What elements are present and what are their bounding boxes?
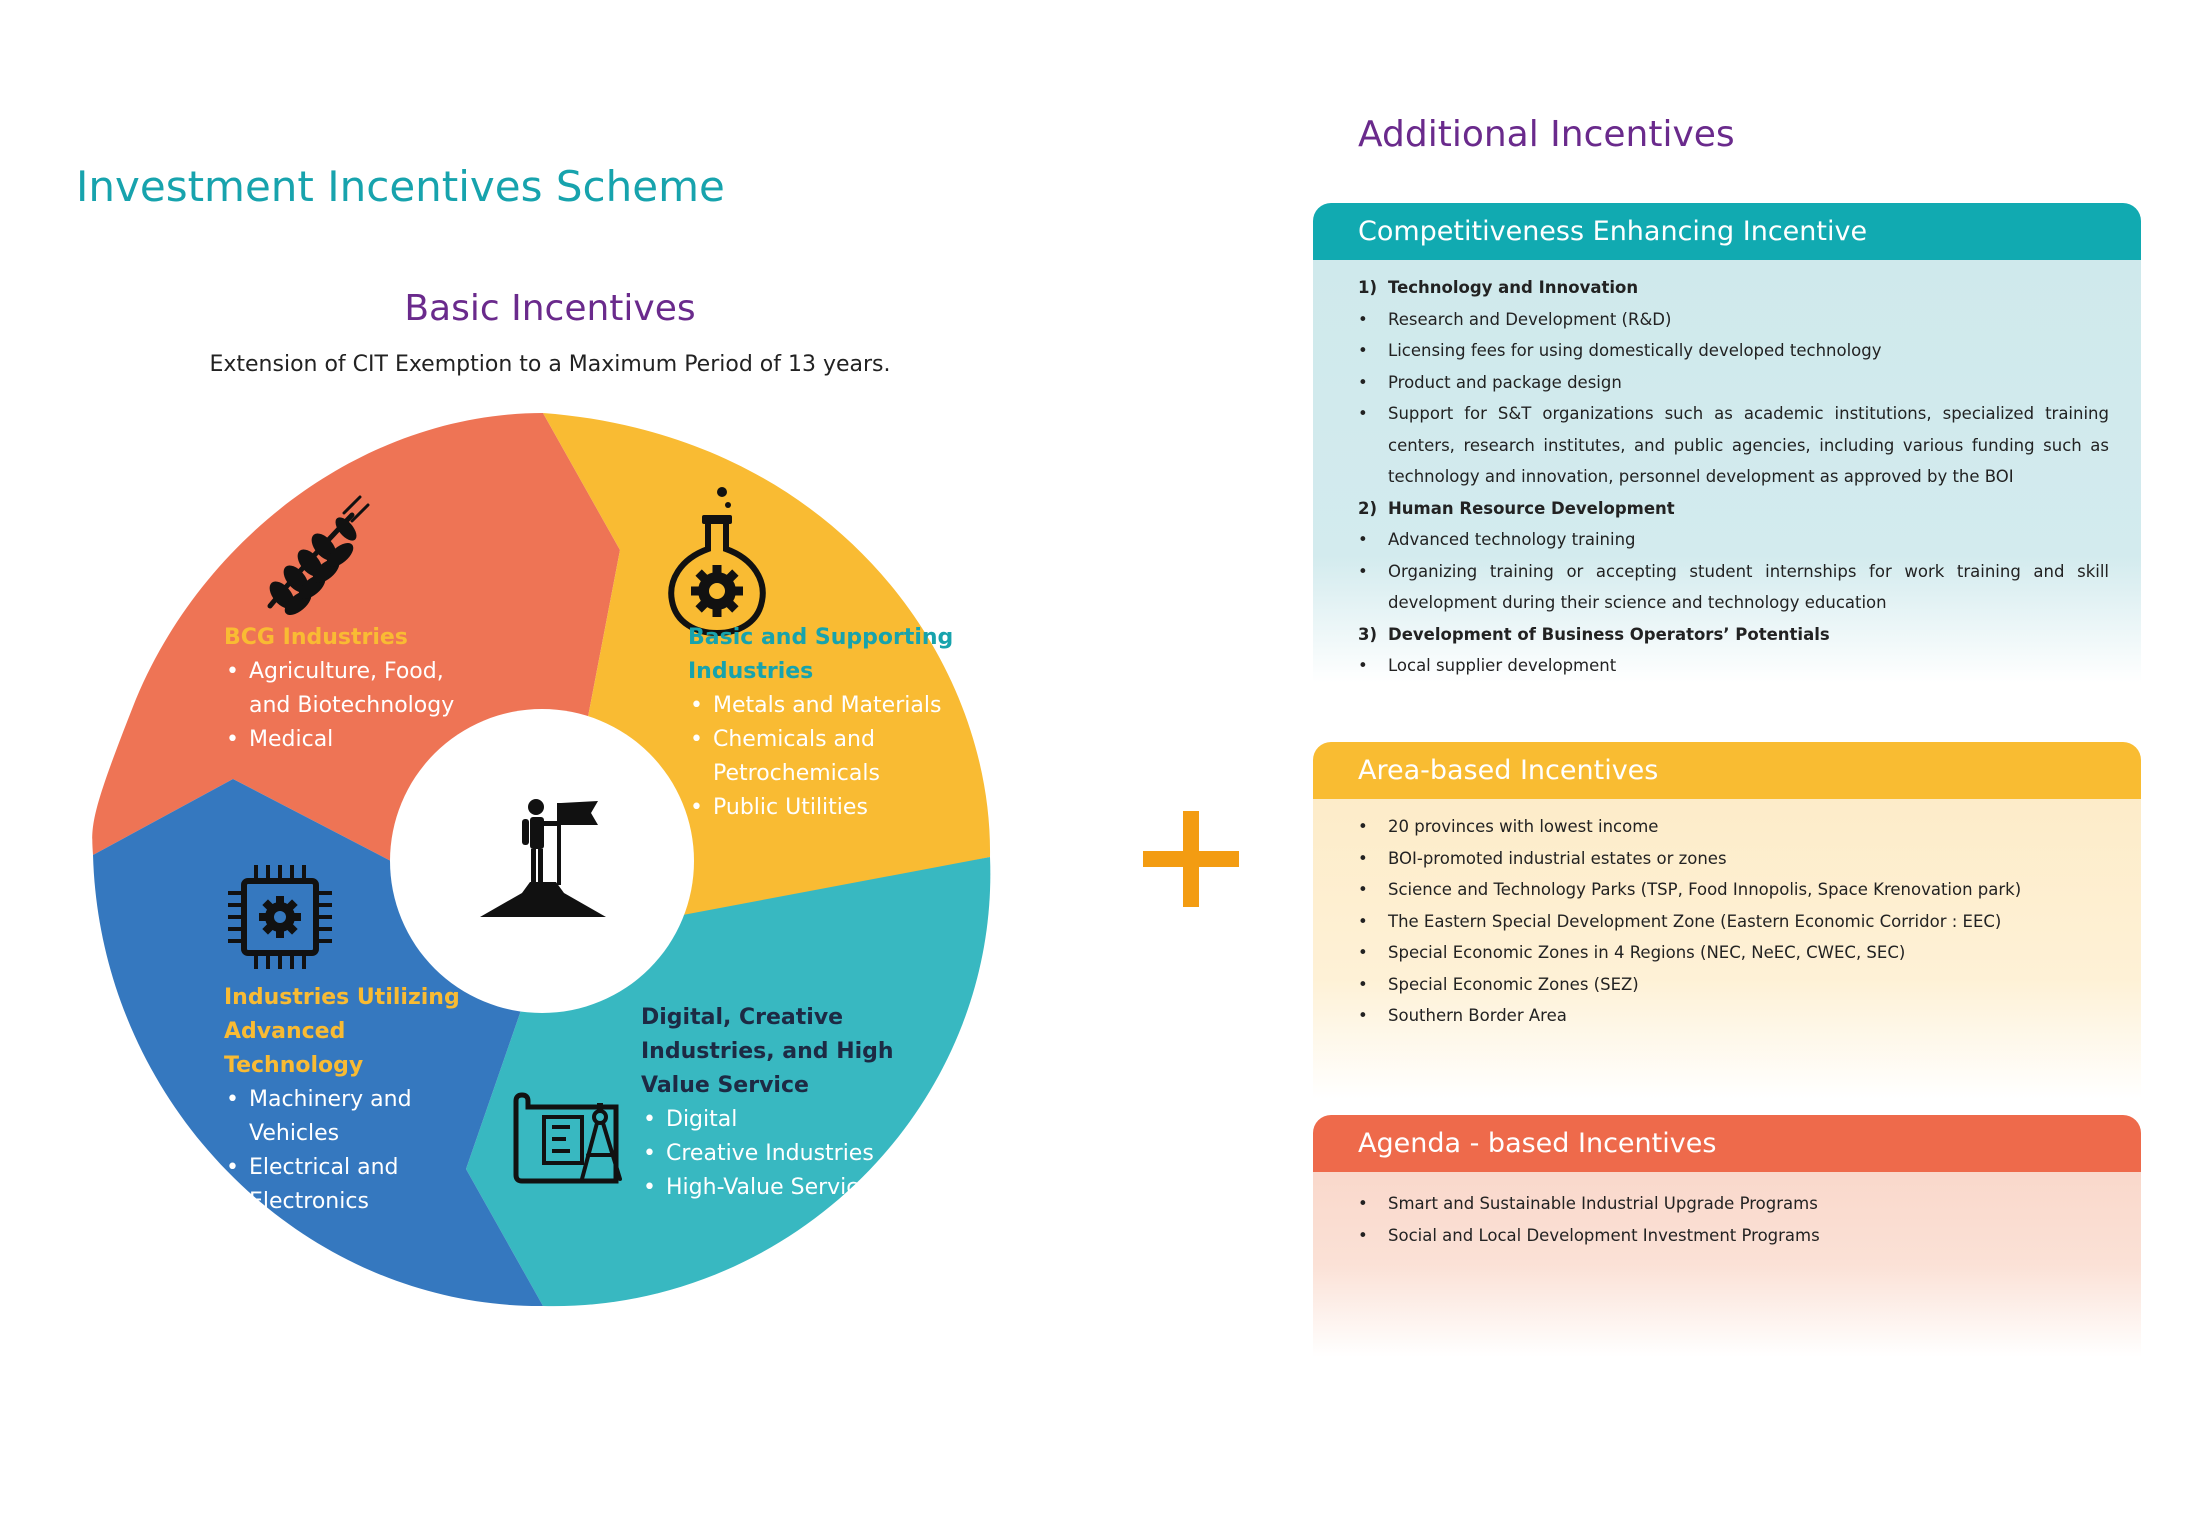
list-text: 20 provinces with lowest income [1388, 817, 1659, 836]
list-text: Southern Border Area [1388, 1006, 1567, 1025]
list-item: Digital [641, 1103, 931, 1137]
list-item: Metals and Materials [688, 689, 958, 723]
person-flag-summit-icon [480, 799, 606, 917]
list-marker: • [1358, 943, 1368, 962]
basic-incentives-title: Basic Incentives [404, 288, 696, 329]
list-item: • Research and Development (R&D) [1358, 304, 2109, 336]
list-item: Chemicals and Petrochemicals [688, 723, 958, 791]
list-item: • The Eastern Special Development Zone (E… [1358, 906, 2109, 938]
competitiveness-card-body: 1) Technology and Innovation • Research and… [1313, 260, 2141, 683]
list-item: • Advanced technology training [1358, 524, 2109, 556]
area-card-body: • 20 provinces with lowest income • BOI-pro… [1313, 799, 2141, 1099]
list-item: Creative Industries [641, 1137, 931, 1171]
list-marker: • [1358, 974, 1368, 994]
list-item: Medical [224, 723, 484, 757]
wheat-icon [267, 495, 370, 615]
list-item: • Southern Border Area [1358, 1000, 2109, 1032]
list-section-heading: 1) Technology and Innovation [1358, 272, 2109, 304]
segment-digital-text: Digital, Creative Industries, and High V… [641, 1001, 931, 1205]
list-marker: • [1358, 404, 1368, 423]
list-item: • BOI-promoted industrial estates or zone… [1358, 843, 2109, 875]
agenda-card-body: • Smart and Sustainable Industrial Upgrad… [1313, 1172, 2141, 1357]
list-marker: • [1358, 911, 1368, 931]
list-text: Advanced technology training [1388, 530, 1636, 549]
page-title: Investment Incentives Scheme [76, 162, 725, 211]
basic-incentives-subtitle: Extension of CIT Exemption to a Maximum … [209, 352, 891, 377]
competitiveness-card-title: Competitiveness Enhancing Incentive [1313, 203, 2141, 260]
list-text: Special Economic Zones in 4 Regions (NEC… [1388, 943, 1906, 962]
list-item: • Special Economic Zones in 4 Regions (NE… [1358, 937, 2109, 969]
segment-advanced-tech-text: Industries Utilizing Advanced Technology… [224, 981, 484, 1219]
list-text: Product and package design [1388, 372, 1622, 392]
list-text: Human Resource Development [1388, 498, 1675, 518]
agenda-card: Agenda - based Incentives • Smart and Sus… [1313, 1115, 2141, 1357]
list-text: Local supplier development [1388, 656, 1617, 675]
list-marker: • [1358, 848, 1368, 868]
segment-bcg-heading: BCG Industries [224, 625, 408, 650]
agenda-card-title: Agenda - based Incentives [1313, 1115, 2141, 1172]
list-item: • Smart and Sustainable Industrial Upgrad… [1358, 1188, 2109, 1220]
list-item: • Licensing fees for using domestically d… [1358, 335, 2109, 367]
competitiveness-card: Competitiveness Enhancing Incentive 1) Te… [1313, 203, 2141, 683]
list-text: Special Economic Zones (SEZ) [1388, 974, 1639, 994]
blueprint-compass-icon [513, 1092, 622, 1184]
list-item: High-Value Services [641, 1171, 931, 1205]
plus-icon [1143, 811, 1239, 907]
list-item: • Local supplier development [1358, 650, 2109, 682]
list-text: Social and Local Development Investment … [1388, 1225, 1820, 1245]
list-item: • Special Economic Zones (SEZ) [1358, 969, 2109, 1001]
list-text: Organizing training or accepting student… [1388, 561, 2109, 613]
list-item: Public Utilities [688, 791, 958, 825]
list-text: Research and Development (R&D) [1388, 309, 1672, 329]
list-item: • 20 provinces with lowest income [1358, 811, 2109, 843]
list-marker: • [1358, 309, 1368, 329]
list-text: BOI-promoted industrial estates or zones [1388, 848, 1727, 868]
area-card: Area-based Incentives • 20 provinces with… [1313, 742, 2141, 1099]
segment-basic-supporting-text: Basic and Supporting Industries Metals a… [688, 621, 958, 825]
segment-advanced-tech-heading: Industries Utilizing Advanced Technology [224, 985, 460, 1078]
list-marker: • [1358, 880, 1368, 899]
list-marker: • [1358, 1194, 1368, 1213]
list-text: Support for S&T organizations such as ac… [1388, 404, 2109, 486]
list-marker: • [1358, 561, 1368, 581]
list-marker: 2) [1358, 498, 1378, 518]
segment-digital-heading: Digital, Creative Industries, and High V… [641, 1005, 894, 1098]
list-marker: • [1358, 817, 1368, 836]
list-marker: • [1358, 530, 1368, 549]
list-marker: 1) [1358, 278, 1378, 297]
list-text: Science and Technology Parks (TSP, Food … [1388, 880, 2022, 899]
list-item: Electrical and Electronics [224, 1151, 484, 1219]
list-item: • Support for S&T organizations such as a… [1358, 398, 2109, 493]
list-marker: • [1358, 1225, 1368, 1245]
list-marker: • [1358, 341, 1368, 360]
list-text: Licensing fees for using domestically de… [1388, 341, 1882, 360]
list-item: Agriculture, Food, and Biotechnology [224, 655, 484, 723]
flask-gear-icon [668, 487, 766, 637]
list-text: The Eastern Special Development Zone (Ea… [1388, 911, 2002, 931]
additional-incentives-title: Additional Incentives [1358, 114, 1735, 155]
list-marker: 3) [1358, 624, 1378, 644]
segment-digital-list: Digital Creative Industries High-Value S… [641, 1103, 931, 1205]
chip-gear-icon [228, 865, 332, 969]
list-item: • Product and package design [1358, 367, 2109, 399]
list-section-heading: 2) Human Resource Development [1358, 493, 2109, 525]
segment-basic-supporting-list: Metals and Materials Chemicals and Petro… [688, 689, 958, 825]
list-marker: • [1358, 656, 1368, 675]
list-marker: • [1358, 372, 1368, 392]
segment-bcg-list: Agriculture, Food, and Biotechnology Med… [224, 655, 484, 757]
list-text: Technology and Innovation [1388, 278, 1639, 297]
list-text: Smart and Sustainable Industrial Upgrade… [1388, 1194, 1818, 1213]
list-item: • Science and Technology Parks (TSP, Food… [1358, 874, 2109, 906]
segment-basic-supporting-heading: Basic and Supporting Industries [688, 625, 954, 684]
list-item: • Organizing training or accepting studen… [1358, 556, 2109, 619]
list-marker: • [1358, 1006, 1368, 1025]
area-card-title: Area-based Incentives [1313, 742, 2141, 799]
segment-advanced-tech-list: Machinery and Vehicles Electrical and El… [224, 1083, 484, 1219]
list-item: • Social and Local Development Investment… [1358, 1220, 2109, 1252]
segment-bcg-text: BCG Industries Agriculture, Food, and Bi… [224, 621, 484, 757]
list-section-heading: 3) Development of Business Operators’ Pot… [1358, 619, 2109, 651]
list-text: Development of Business Operators’ Poten… [1388, 624, 1830, 644]
list-item: Machinery and Vehicles [224, 1083, 484, 1151]
